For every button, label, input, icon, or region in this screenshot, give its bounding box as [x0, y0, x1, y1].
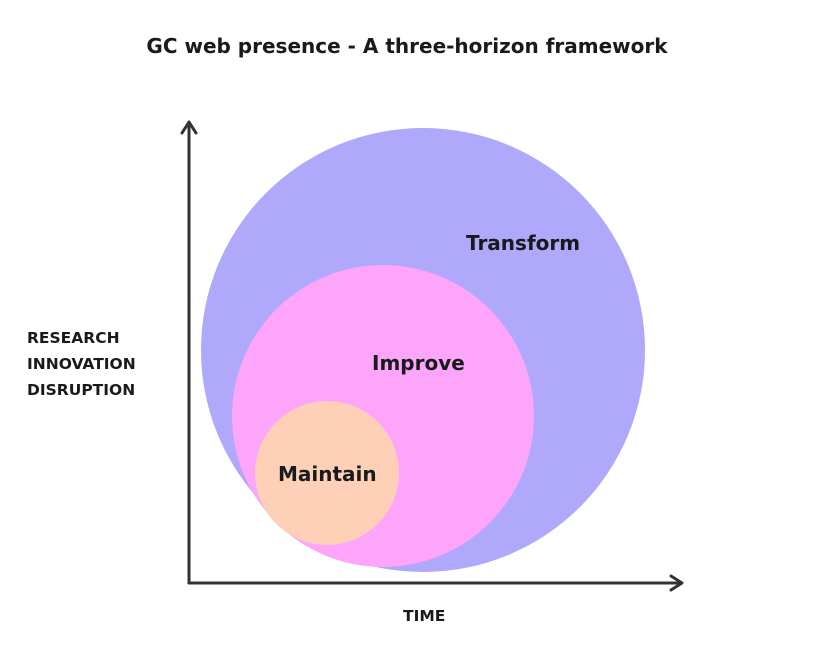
- x-axis-arrowhead: [669, 574, 684, 592]
- y-axis-label-line-disruption: DISRUPTION: [27, 381, 136, 399]
- y-axis-arrowhead: [180, 120, 198, 135]
- transform-label: Transform: [466, 231, 580, 255]
- y-axis-label: RESEARCH INNOVATION DISRUPTION: [27, 325, 136, 403]
- y-axis-label-line-research: RESEARCH: [27, 329, 120, 347]
- maintain-label: Maintain: [278, 462, 377, 486]
- diagram-title: GC web presence - A three-horizon framew…: [146, 34, 668, 58]
- x-axis-label: TIME: [403, 607, 446, 625]
- axes: [180, 120, 684, 592]
- maintain-circle: [255, 401, 399, 545]
- y-axis-label-line-innovation: INNOVATION: [27, 355, 136, 373]
- improve-label: Improve: [372, 351, 465, 375]
